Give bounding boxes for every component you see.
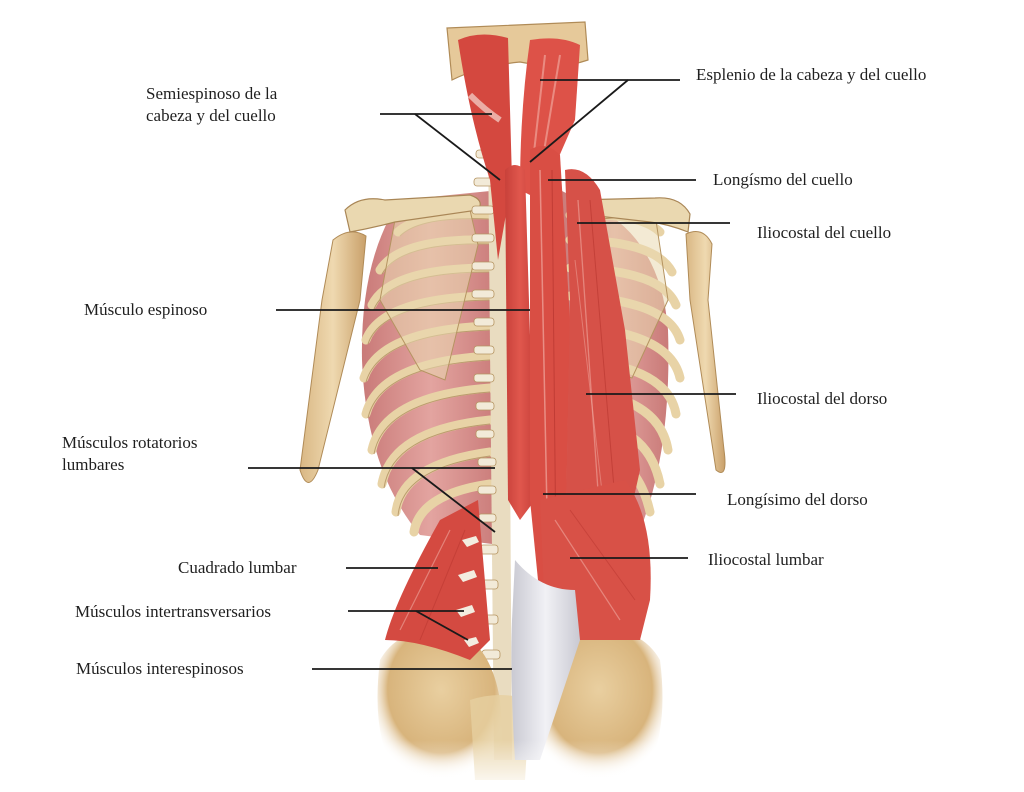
leader-lines — [248, 79, 736, 670]
label-musculos-interespinosos: Músculos interespinosos — [76, 659, 244, 678]
label-cuadrado-lumbar: Cuadrado lumbar — [178, 558, 297, 577]
label-longismo-del-cuello: Longísmo del cuello — [713, 170, 853, 189]
rotatores-lumbares — [456, 536, 479, 647]
label-musculos-rotatorios-lumbares: Músculos rotatorios lumbares — [62, 433, 198, 474]
spinalis — [505, 165, 535, 520]
label-esplenio: Esplenio de la cabeza y del cuello — [696, 65, 927, 84]
thoracolumbar-tendon — [511, 560, 580, 760]
label-musculos-intertransversarios: Músculos intertransversarios — [75, 602, 271, 621]
semispinalis-capitis — [458, 34, 512, 260]
label-longisimo-del-dorso: Longísimo del dorso — [727, 490, 868, 509]
label-musculo-espinoso: Músculo espinoso — [84, 300, 208, 319]
label-iliocostal-lumbar: Iliocostal lumbar — [708, 550, 824, 569]
humerus-left — [299, 231, 367, 483]
humerus-right — [685, 231, 726, 473]
longissimus — [530, 146, 570, 600]
label-iliocostal-del-dorso: Iliocostal del dorso — [757, 389, 888, 408]
label-semiespinoso: Semiespinoso de la cabeza y del cuello — [146, 84, 278, 125]
vertebral-column — [471, 140, 512, 760]
label-iliocostal-del-cuello: Iliocostal del cuello — [757, 223, 892, 242]
